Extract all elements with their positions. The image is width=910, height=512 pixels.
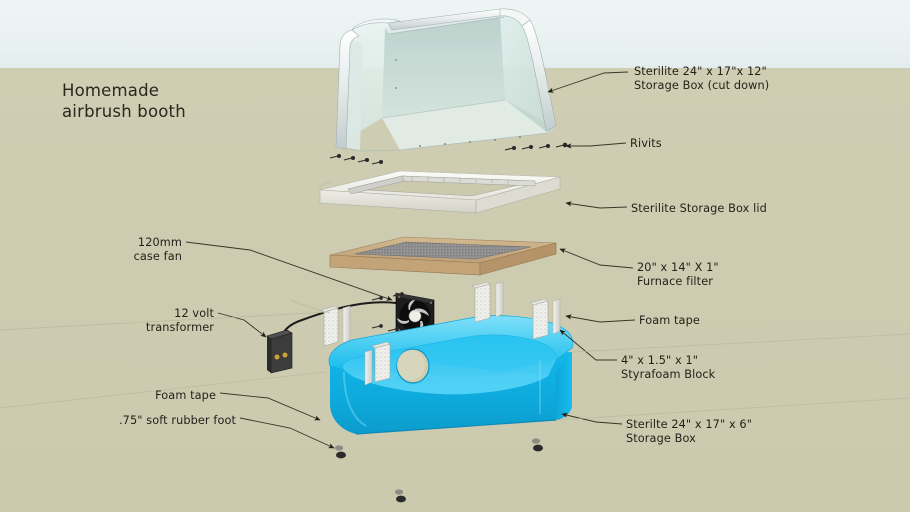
- label-rivits: Rivits: [630, 137, 662, 151]
- label-foam-tape: Foam tape: [639, 314, 700, 328]
- rivet-row: [329, 142, 568, 165]
- foot-left: [334, 445, 346, 459]
- label-hood-line2: Storage Box (cut down): [634, 78, 770, 92]
- ground-guide-lines: [0, 299, 910, 421]
- diagram-title: Homemade airbrush booth: [62, 80, 186, 122]
- rubber-feet: [334, 438, 543, 503]
- styrofoam-blocks: [320, 281, 561, 386]
- label-transformer-line2: transformer: [145, 320, 214, 334]
- label-furnace-filter: 20" x 14" X 1"Furnace filter: [637, 261, 719, 288]
- label-transformer-line1: 12 volt: [174, 307, 214, 320]
- hood-cut-down-box: [335, 8, 557, 152]
- label-rubber-foot-line1: .75" soft rubber foot: [118, 414, 236, 427]
- transformer-brick: [266, 301, 398, 374]
- fan-cutout-hole: [396, 348, 430, 384]
- label-filter-line1: 20" x 14" X 1": [637, 261, 719, 274]
- title-line-1: Homemade: [62, 81, 160, 100]
- label-hood-line1: Sterilite 24" x 17"x 12": [634, 65, 767, 78]
- label-storage-box-line2: Storage Box: [626, 431, 696, 445]
- foot-front: [394, 489, 406, 503]
- label-styrofoam-block: 4" x 1.5" x 1"Styrafoam Block: [621, 354, 715, 381]
- label-foam-tape-line1: Foam tape: [639, 314, 700, 327]
- label-storage-box: Sterilte 24" x 17" x 6"Storage Box: [626, 418, 752, 445]
- furnace-filter: [329, 236, 557, 276]
- label-case-fan-line1: 120mm: [137, 236, 182, 249]
- label-foam-tape-left: Foam tape: [100, 389, 216, 403]
- foot-center: [531, 438, 543, 452]
- label-hood: Sterilite 24" x 17"x 12"Storage Box (cut…: [634, 65, 769, 92]
- label-rubber-foot: .75" soft rubber foot: [80, 414, 236, 428]
- label-styrofoam-line1: 4" x 1.5" x 1": [621, 354, 699, 367]
- blue-storage-tub: [328, 315, 574, 435]
- storage-box-lid: [319, 170, 561, 214]
- label-styrofoam-line2: Styrafoam Block: [621, 367, 716, 381]
- label-filter-line2: Furnace filter: [637, 274, 713, 288]
- label-foam-tape-left-line1: Foam tape: [155, 389, 216, 402]
- leader-lines-left: [185, 241, 393, 449]
- label-case-fan-line2: case fan: [133, 249, 182, 263]
- label-storage-box-line1: Sterilte 24" x 17" x 6": [626, 418, 753, 431]
- label-lid: Sterilite Storage Box lid: [631, 202, 767, 216]
- title-line-2: airbrush booth: [62, 102, 186, 121]
- leader-lines-right: [547, 71, 636, 425]
- label-lid-line1: Sterilite Storage Box lid: [631, 202, 767, 215]
- label-rivits-line1: Rivits: [630, 137, 662, 150]
